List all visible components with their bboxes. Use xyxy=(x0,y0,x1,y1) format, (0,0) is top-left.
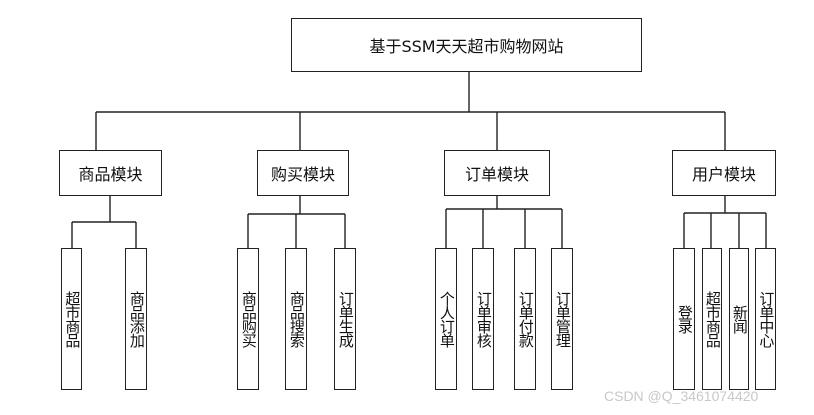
leaf-label: 订单管理 xyxy=(553,291,572,347)
leaf-node: 商品搜索 xyxy=(285,248,307,390)
leaf-label: 超市商品 xyxy=(703,291,722,347)
leaf-node: 新闻 xyxy=(729,248,749,390)
leaf-label: 登录 xyxy=(675,305,694,333)
leaf-label: 订单中心 xyxy=(757,291,776,347)
leaf-node: 商品添加 xyxy=(125,248,147,390)
root-node-label: 基于SSM天天超市购物网站 xyxy=(369,37,564,56)
module-label: 购买模块 xyxy=(270,165,335,184)
leaf-node: 订单管理 xyxy=(551,248,573,390)
module-node-orders: 订单模块 xyxy=(444,150,550,196)
leaf-label: 订单生成 xyxy=(336,291,355,347)
leaf-label: 超市商品 xyxy=(63,291,82,347)
leaf-label: 商品搜索 xyxy=(287,291,306,347)
leaf-label: 商品购买 xyxy=(239,291,258,347)
module-label: 用户模块 xyxy=(691,165,756,184)
leaf-node: 超市商品 xyxy=(61,248,82,390)
leaf-node: 订单审核 xyxy=(472,248,494,390)
module-label: 商品模块 xyxy=(78,165,143,184)
root-node: 基于SSM天天超市购物网站 xyxy=(291,18,642,72)
leaf-node: 订单生成 xyxy=(334,248,356,390)
leaf-node: 个人订单 xyxy=(435,248,457,390)
module-node-users: 用户模块 xyxy=(672,150,776,196)
module-label: 订单模块 xyxy=(464,165,529,184)
leaf-node: 超市商品 xyxy=(702,248,722,390)
leaf-label: 商品添加 xyxy=(127,291,146,347)
leaf-label: 订单审核 xyxy=(474,291,493,347)
module-node-purchase: 购买模块 xyxy=(257,150,349,196)
leaf-node: 订单中心 xyxy=(755,248,776,390)
leaf-label: 个人订单 xyxy=(437,291,456,347)
leaf-node: 登录 xyxy=(673,248,695,390)
leaf-node: 订单付款 xyxy=(514,248,536,390)
watermark-text: CSDN @Q_3461074420 xyxy=(604,388,759,404)
leaf-label: 新闻 xyxy=(730,305,749,333)
leaf-node: 商品购买 xyxy=(237,248,259,390)
leaf-label: 订单付款 xyxy=(516,291,535,347)
module-node-products: 商品模块 xyxy=(59,150,162,196)
